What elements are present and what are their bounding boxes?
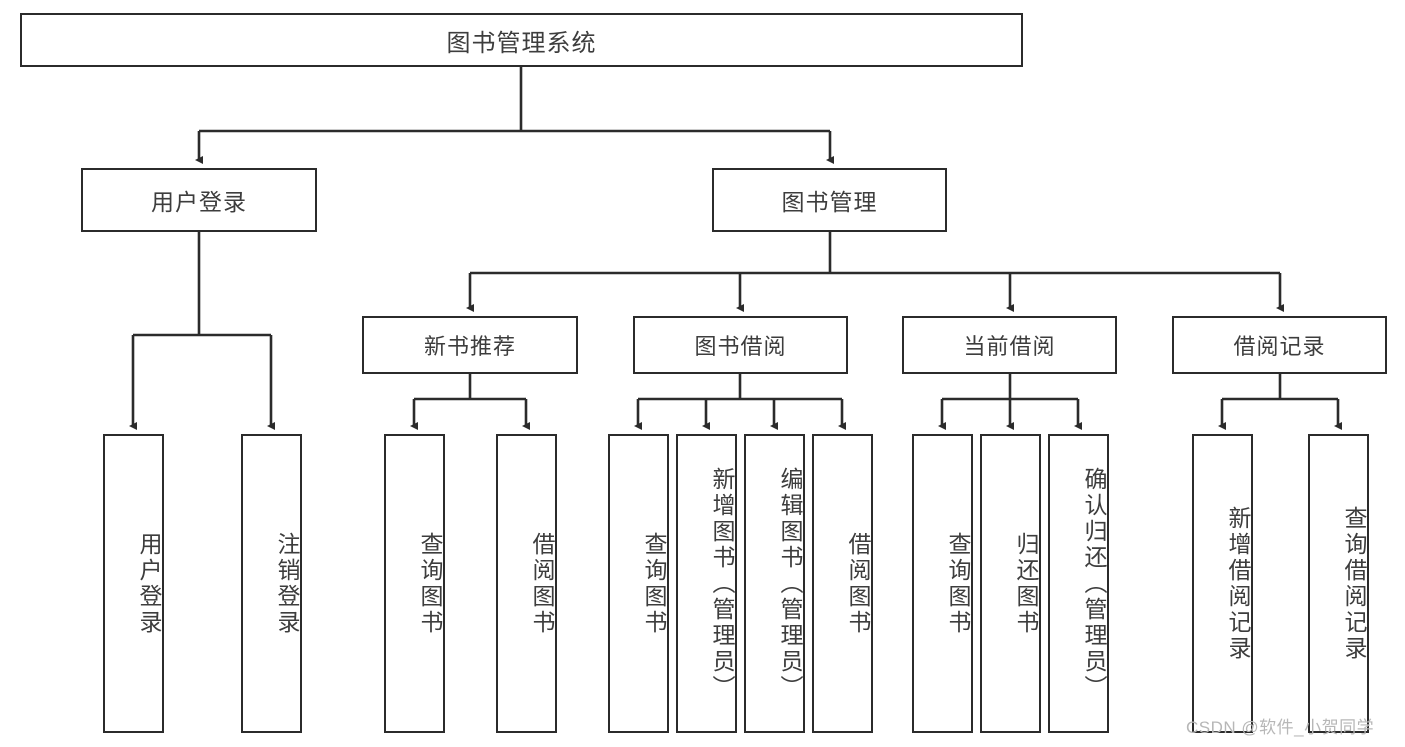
- leaf-new-book-query[interactable]: 查询图书: [384, 434, 445, 733]
- node-borrow-record[interactable]: 借阅记录: [1172, 316, 1387, 374]
- leaf-label: 借阅图书: [845, 531, 871, 636]
- leaf-book-borrow-add[interactable]: 新增图书（管理员）: [676, 434, 737, 733]
- leaf-label: 查询图书: [417, 531, 443, 636]
- leaf-label: 新增图书（管理员）: [709, 466, 735, 701]
- leaf-current-borrow-query[interactable]: 查询图书: [912, 434, 973, 733]
- leaf-label: 注销登录: [274, 531, 300, 636]
- leaf-label: 查询图书: [641, 531, 667, 636]
- leaf-user-login-login[interactable]: 用户登录: [103, 434, 164, 733]
- leaf-book-borrow-edit[interactable]: 编辑图书（管理员）: [744, 434, 805, 733]
- leaf-label: 归还图书: [1013, 531, 1039, 636]
- node-new-book-recommend[interactable]: 新书推荐: [362, 316, 578, 374]
- leaf-label: 编辑图书（管理员）: [777, 466, 803, 701]
- leaf-borrow-record-add[interactable]: 新增借阅记录: [1192, 434, 1253, 733]
- node-book-borrow[interactable]: 图书借阅: [633, 316, 848, 374]
- leaf-label: 查询图书: [945, 531, 971, 636]
- leaf-user-login-logout[interactable]: 注销登录: [241, 434, 302, 733]
- node-book-management[interactable]: 图书管理: [712, 168, 947, 232]
- node-user-login[interactable]: 用户登录: [81, 168, 317, 232]
- leaf-current-borrow-return[interactable]: 归还图书: [980, 434, 1041, 733]
- leaf-label: 查询借阅记录: [1341, 505, 1367, 662]
- node-current-borrow[interactable]: 当前借阅: [902, 316, 1117, 374]
- leaf-borrow-record-query[interactable]: 查询借阅记录: [1308, 434, 1369, 733]
- leaf-new-book-borrow[interactable]: 借阅图书: [496, 434, 557, 733]
- node-root-library-system[interactable]: 图书管理系统: [20, 13, 1023, 67]
- leaf-book-borrow-query[interactable]: 查询图书: [608, 434, 669, 733]
- leaf-label: 新增借阅记录: [1225, 505, 1251, 662]
- leaf-book-borrow-borrow[interactable]: 借阅图书: [812, 434, 873, 733]
- leaf-label: 确认归还（管理员）: [1081, 466, 1107, 701]
- leaf-label: 用户登录: [136, 531, 162, 636]
- leaf-current-borrow-confirm-return[interactable]: 确认归还（管理员）: [1048, 434, 1109, 733]
- csdn-watermark: CSDN @软件_小贺同学: [1186, 718, 1375, 737]
- leaf-label: 借阅图书: [529, 531, 555, 636]
